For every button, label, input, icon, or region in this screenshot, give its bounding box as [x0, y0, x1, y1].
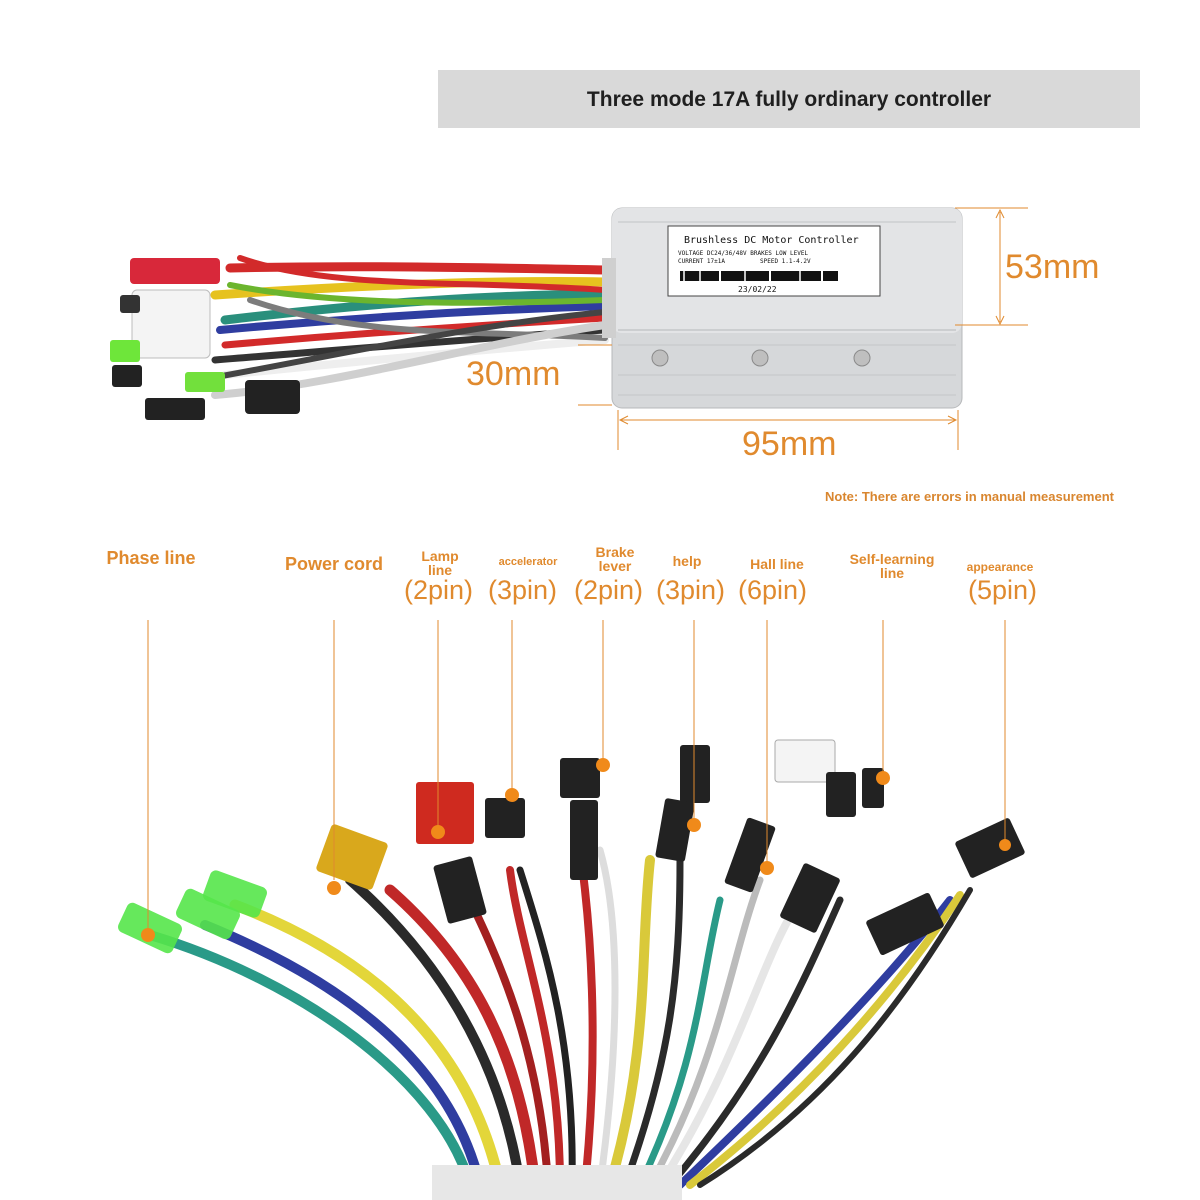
sticker-line1: VOLTAGE DC24/36/48V BRAKES LOW LEVEL [678, 250, 808, 257]
label-power-cord: Power cord [284, 554, 384, 574]
label-appearance: appearance [966, 560, 1034, 574]
pins-lamp-line: (2pin) [404, 575, 474, 605]
top-connectors [110, 258, 300, 420]
sticker-date: 23/02/22 [738, 285, 777, 294]
sticker-line3: SPEED 1.1-4.2V [760, 258, 811, 265]
leader-dots [141, 758, 1011, 942]
bottom-connectors [118, 739, 1025, 1200]
wire-harness-bottom [145, 846, 973, 1191]
label-phase-line: Phase line [106, 548, 196, 568]
leader-lines [147, 620, 1006, 935]
pins-accelerator: (3pin) [488, 575, 558, 605]
label-self-learning-line: Self-learning line [849, 551, 935, 581]
title-banner: Three mode 17A fully ordinary controller [438, 70, 1140, 128]
label-brake-lever: Brake lever [595, 544, 635, 574]
label-accelerator: accelerator [498, 556, 558, 568]
sticker-line2: CURRENT 17±1A [678, 258, 725, 265]
depth-dimension-label: 30mm [466, 355, 561, 393]
pins-help: (3pin) [656, 575, 726, 605]
controller-housing: Brushless DC Motor Controller VOLTAGE DC… [602, 207, 963, 409]
width-dimension-label: 95mm [742, 425, 837, 463]
sticker-title: Brushless DC Motor Controller [684, 235, 859, 246]
height-dimension-label: 53mm [1005, 248, 1100, 286]
label-lamp-line: Lamp line [421, 548, 459, 578]
pins-hall-line: (6pin) [738, 575, 808, 605]
dimension-lines [578, 207, 1028, 450]
pins-brake-lever: (2pin) [574, 575, 644, 605]
banner-title: Three mode 17A fully ordinary controller [586, 88, 992, 111]
measurement-note: Note: There are errors in manual measure… [825, 489, 1114, 504]
label-help: help [672, 553, 702, 569]
label-hall-line: Hall line [750, 556, 804, 572]
pins-appearance: (5pin) [968, 575, 1038, 605]
